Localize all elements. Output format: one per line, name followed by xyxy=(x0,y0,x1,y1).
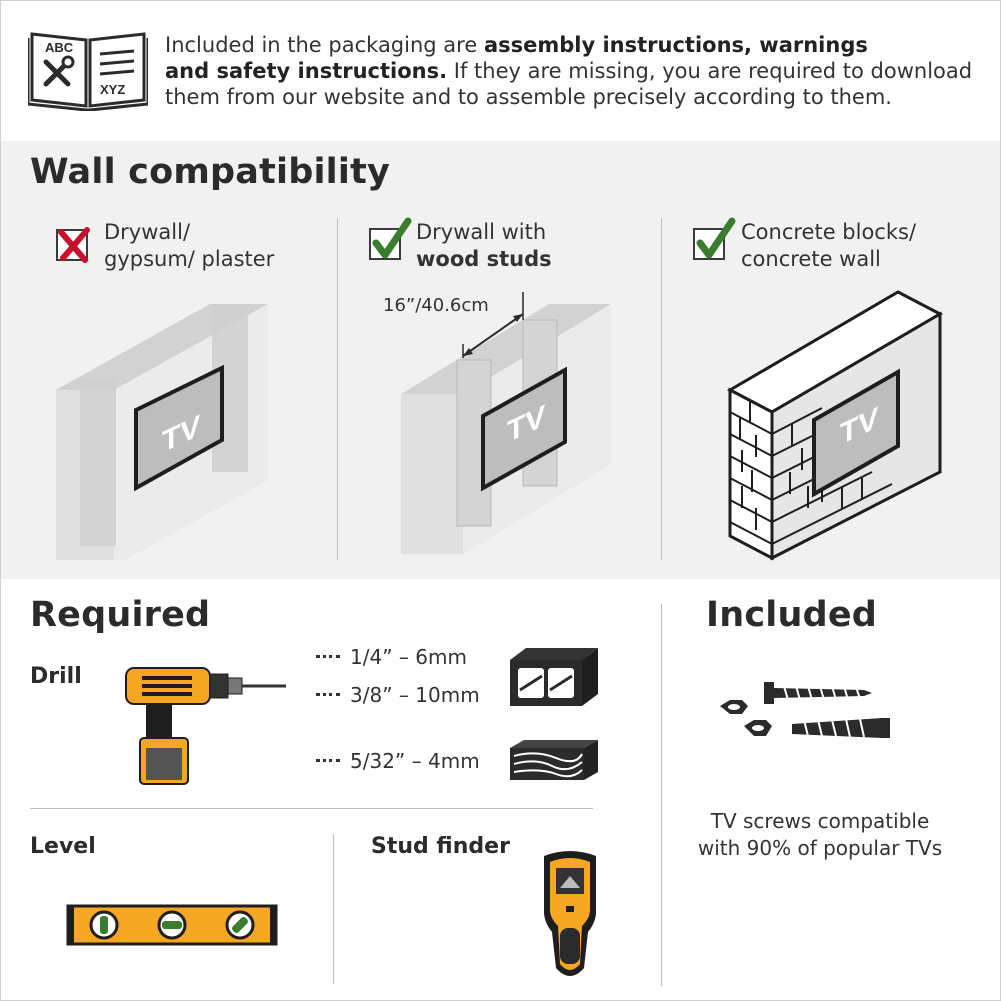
wall-option-3-line1: Concrete blocks/ xyxy=(741,220,917,244)
instructions-line1-bold: assembly instructions, warnings xyxy=(483,33,868,57)
drill-label: Drill xyxy=(30,664,82,689)
wood-plank-icon xyxy=(506,738,600,782)
included-title: Included xyxy=(706,595,878,635)
wall-option-2-line2: wood studs xyxy=(416,247,552,271)
green-check-checkbox-icon-2 xyxy=(692,217,736,263)
level-stud-divider xyxy=(333,834,334,984)
included-description: TV screws compatible with 90% of popular… xyxy=(680,808,960,862)
wood-studs-illustration: TV xyxy=(395,290,625,560)
manual-abc-text: ABC xyxy=(45,40,74,55)
drill-bit-icon xyxy=(316,693,340,700)
manual-xyz-text: XYZ xyxy=(100,82,125,97)
concrete-block-icon xyxy=(506,646,600,708)
wall-option-1-line2: gypsum/ plaster xyxy=(104,247,275,271)
drill-bit-row-2: 3/8” – 10mm xyxy=(316,683,480,707)
wall-option-2-line1: Drywall with xyxy=(416,220,547,244)
wall-divider-1 xyxy=(337,218,338,560)
stud-finder-label: Stud finder xyxy=(371,834,510,859)
wall-option-wood-studs-label: Drywall with wood studs xyxy=(416,219,552,273)
stud-finder-icon xyxy=(538,848,602,984)
instructions-text: Included in the packaging are assembly i… xyxy=(165,32,975,110)
instructions-line2-regular: If they are missing, you are required to… xyxy=(447,59,973,83)
included-line2: with 90% of popular TVs xyxy=(697,836,943,860)
drill-bit-icon xyxy=(316,759,340,766)
required-title: Required xyxy=(30,595,211,635)
wood-stud-dimension-label: 16”/40.6cm xyxy=(383,295,489,316)
wall-option-3-line2: concrete wall xyxy=(741,247,881,271)
drill-icon xyxy=(122,664,290,786)
wall-option-drywall-label: Drywall/ gypsum/ plaster xyxy=(104,219,274,273)
drill-bit-size-1: 1/4” – 6mm xyxy=(350,645,467,669)
instructions-line3-regular: them from our website and to assemble pr… xyxy=(165,85,892,109)
concrete-wall-illustration: TV xyxy=(722,290,952,562)
instructions-line2-bold: and safety instructions. xyxy=(165,59,448,83)
required-divider xyxy=(30,808,593,809)
wall-option-concrete-label: Concrete blocks/ concrete wall xyxy=(741,219,916,273)
screws-nuts-anchors-icon xyxy=(714,678,896,748)
wall-divider-2 xyxy=(661,218,662,560)
wall-compatibility-title: Wall compatibility xyxy=(30,152,391,192)
level-label: Level xyxy=(30,834,96,859)
drill-bit-icon xyxy=(316,655,340,662)
instructions-line1-regular: Included in the packaging are xyxy=(165,33,484,57)
wall-option-1-line1: Drywall/ xyxy=(104,220,191,244)
included-line1: TV screws compatible xyxy=(710,809,930,833)
green-check-checkbox-icon xyxy=(368,217,412,263)
drill-bit-size-2: 3/8” – 10mm xyxy=(350,683,480,707)
drywall-illustration: TV xyxy=(50,290,280,566)
drill-bit-row-1: 1/4” – 6mm xyxy=(316,645,467,669)
red-x-checkbox-icon xyxy=(55,222,97,264)
spirit-level-icon xyxy=(66,904,278,946)
required-included-divider xyxy=(661,604,662,986)
drill-bit-size-3: 5/32” – 4mm xyxy=(350,749,480,773)
drill-bit-row-3: 5/32” – 4mm xyxy=(316,749,480,773)
instruction-manual-icon: ABC XYZ xyxy=(26,26,150,112)
